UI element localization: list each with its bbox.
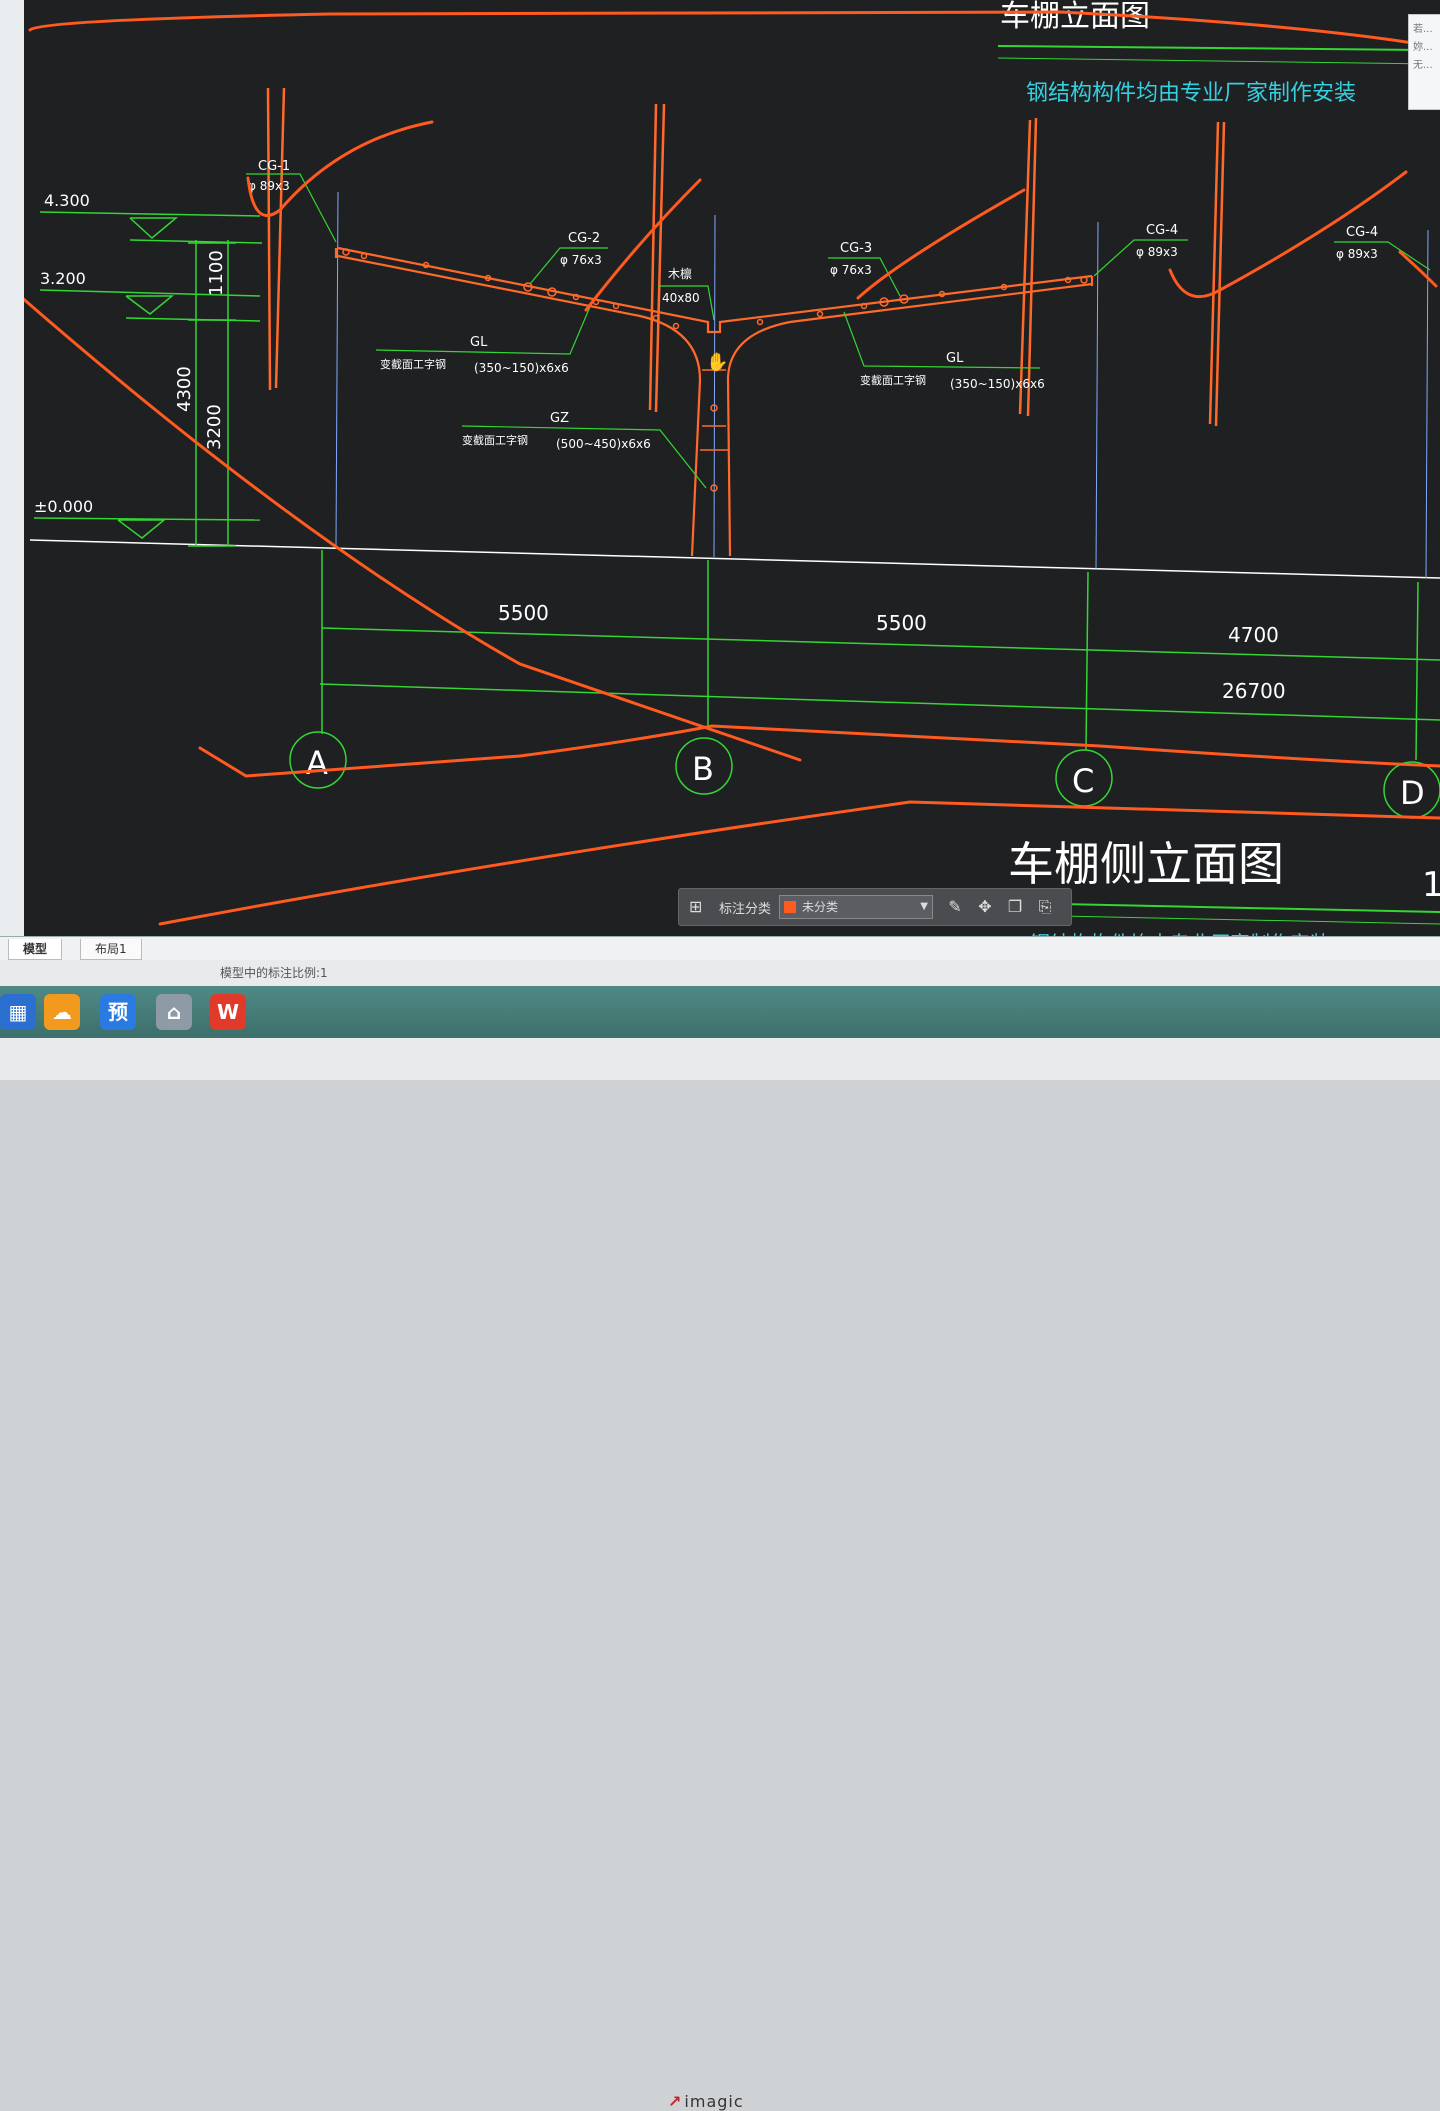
svg-text:D: D [1400,774,1425,812]
annotation-category-label: 标注分类 [719,902,772,917]
grid-line-c [1095,221,1099,571]
annotation-category-value: 未分类 [802,900,839,914]
edit-icon[interactable]: ✎ [948,897,962,916]
right-side-popup[interactable]: 若... 妳... 无... [1408,14,1440,110]
label-gl-right-spec: (350~150)x6x6 [950,377,1045,391]
bottom-title-scale: 1 [1422,865,1440,905]
hdim-bc: 5500 [876,611,927,635]
elevation-marker-3200: 3.200 [39,269,261,322]
label-gl-left-type: 变截面工字钢 [380,357,446,371]
label-cg2: CG-2 [568,231,600,246]
vdim-1100: 1100 [206,250,227,296]
layout-tabs: 模型 布局1 [0,936,1440,961]
background-columns [266,87,1226,427]
taskbar: ▦ ☁ 预 ⌂ W [0,986,1440,1038]
top-title-underline-2 [997,57,1431,65]
chevron-down-icon: ▼ [920,901,928,912]
steel-frame [334,246,1094,557]
vdim-4300: 4300 [174,366,195,412]
label-timber: 木檩 [668,266,692,281]
popup-line-3: 无... [1413,60,1433,71]
preview-icon[interactable]: 预 [100,994,136,1030]
hdim-ab: 5500 [498,601,549,625]
house-icon[interactable]: ⌂ [156,994,192,1030]
label-gl-left: GL [470,335,488,350]
axis-bubble-c: C [1055,749,1113,807]
move-icon[interactable]: ✥ [978,897,992,916]
axis-bubble-b: B [675,737,733,795]
grid-line-a [335,191,339,546]
label-gz: GZ [550,411,569,426]
popup-line-1: 若... [1413,24,1433,35]
app-icon[interactable]: ▦ [0,994,36,1030]
command-line-text: 模型中的标注比例:1 [220,966,328,980]
hdim-total: 26700 [1222,679,1286,703]
svg-text:B: B [692,750,714,788]
monitor-bezel: ↗imagic [0,1038,1440,2111]
elevation-marker-0000: ±0.000 [33,497,261,539]
bottom-title: 车棚侧立面图 [1008,837,1284,891]
svg-text:A: A [306,744,328,782]
cad-canvas[interactable]: 车棚立面图 钢结构构件均由专业厂家制作安装 4.300 3.200 ±0.000 [0,0,1440,955]
dimension-lines [319,550,1440,761]
paste-icon[interactable]: ⎘ [1038,897,1052,916]
top-title-underline [997,45,1431,51]
label-gz-type: 变截面工字钢 [462,433,528,447]
wps-icon[interactable]: W [210,994,246,1030]
label-gl-right-type: 变截面工字钢 [860,373,926,387]
beam-bolt-holes [342,248,1088,492]
ground-line [29,539,1440,579]
drawing-svg: 车棚立面图 钢结构构件均由专业厂家制作安装 4.300 3.200 ±0.000 [18,0,1440,955]
cursor-hand-icon: ✋ [706,351,728,373]
grid-line-d [1425,229,1429,579]
grid-line-b [713,214,716,558]
color-swatch [784,901,796,913]
axis-bubble-a: A [289,731,347,789]
hdim-cd: 4700 [1228,623,1279,647]
label-cg4a: CG-4 [1146,223,1178,238]
label-cg1-spec: φ 89x3 [248,179,290,193]
command-line[interactable]: 模型中的标注比例:1 [0,960,1440,986]
label-cg3: CG-3 [840,241,872,256]
annotation-toolbar: ⊞ 标注分类 未分类 ▼ ✎ ✥ ❐ ⎘ [678,888,1072,926]
tab-model[interactable]: 模型 [8,939,63,960]
popup-line-2: 妳... [1413,42,1433,53]
markup-strokes [18,10,1440,926]
axis-bubble-d: D [1383,761,1440,819]
left-side-panel [0,0,24,990]
vdim-3200: 3200 [204,404,225,450]
grid-icon[interactable]: ⊞ [689,897,703,916]
label-cg1: CG-1 [258,159,290,174]
label-gl-right: GL [946,351,964,366]
label-cg4b: CG-4 [1346,225,1378,240]
tab-layout1[interactable]: 布局1 [80,939,142,960]
label-gl-left-spec: (350~150)x6x6 [474,361,569,375]
monitor-brand-logo: ↗imagic [668,2092,744,2111]
cloud-icon[interactable]: ☁ [44,994,80,1030]
annotation-category-select[interactable]: 未分类 ▼ [779,895,933,919]
top-note: 钢结构构件均由专业厂家制作安装 [1026,81,1356,106]
label-timber-spec: 40x80 [662,291,700,305]
svg-text:±0.000: ±0.000 [34,497,93,516]
svg-text:3.200: 3.200 [40,269,86,288]
svg-text:C: C [1072,762,1094,800]
label-gz-spec: (500~450)x6x6 [556,437,651,451]
label-cg4a-spec: φ 89x3 [1136,245,1178,259]
elevation-marker-4300: 4.300 [39,191,263,244]
copy-icon[interactable]: ❐ [1007,897,1023,916]
label-cg3-spec: φ 76x3 [830,263,872,277]
label-cg2-spec: φ 76x3 [560,253,602,267]
svg-text:4.300: 4.300 [44,191,90,210]
label-cg4b-spec: φ 89x3 [1336,247,1378,261]
column-stiffeners [700,369,728,451]
